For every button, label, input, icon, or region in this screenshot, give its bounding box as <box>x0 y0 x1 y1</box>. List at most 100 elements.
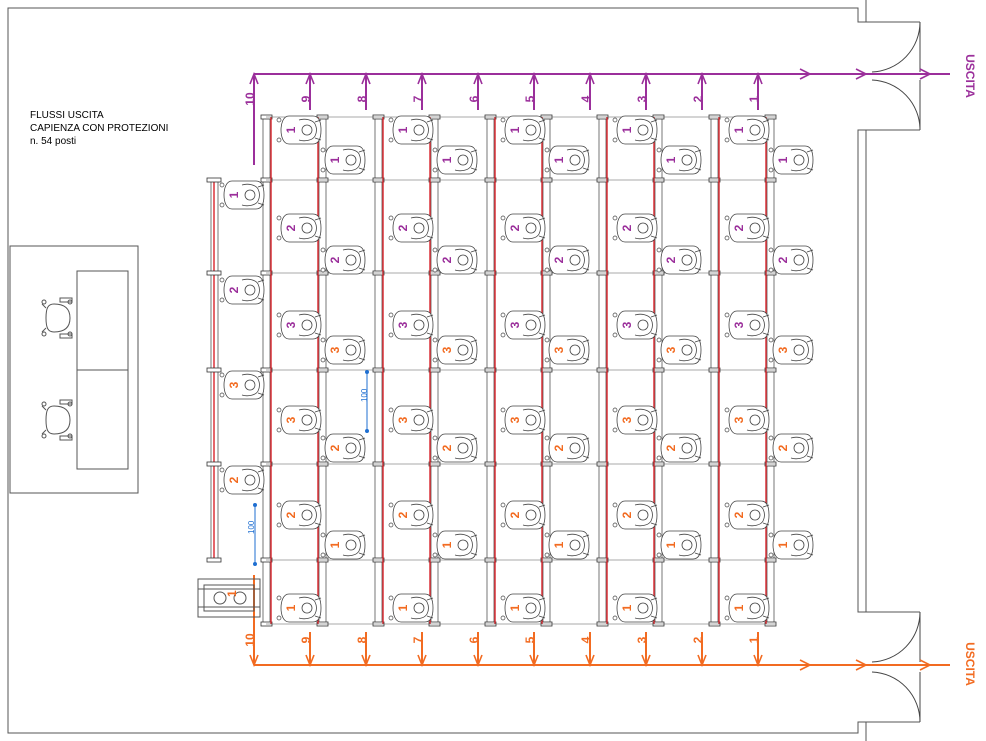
seat-number-label: 3 <box>284 416 298 423</box>
student-seat: 3 <box>500 310 546 340</box>
column-number-label: 3 <box>635 95 649 102</box>
seat-number-label: 2 <box>440 444 454 451</box>
seat-number-label: 3 <box>732 321 746 328</box>
student-seat: 1 <box>500 115 546 145</box>
student-seat: 1 <box>724 593 770 623</box>
seat-number-label: 1 <box>284 604 298 611</box>
seat-number-label: 1 <box>664 541 678 548</box>
seat-number-label: 2 <box>396 511 410 518</box>
seat-number-label: 2 <box>508 511 522 518</box>
room-walls <box>7 0 920 741</box>
seat-number-label: 1 <box>284 126 298 133</box>
column-number-label: 6 <box>467 95 481 102</box>
column-number-label: 10 <box>243 92 257 106</box>
column-number-label: 2 <box>691 636 705 643</box>
column-number-label: 2 <box>691 95 705 102</box>
seat-number-label: 1 <box>328 541 342 548</box>
student-seat: 2 <box>388 500 434 530</box>
student-seat: 2 <box>768 433 814 463</box>
dimension-label-a: 100 <box>360 388 369 402</box>
door-swings <box>871 21 921 723</box>
flow-arrow <box>249 654 259 668</box>
student-seat: 1 <box>432 530 478 560</box>
column-number-label: 6 <box>467 636 481 643</box>
student-seat: 2 <box>219 275 265 305</box>
seat-number-label: 3 <box>284 321 298 328</box>
student-seat: 3 <box>219 370 265 400</box>
seat-number-label: 1 <box>776 156 790 163</box>
seat-number-label: 3 <box>508 321 522 328</box>
student-seat: 2 <box>500 500 546 530</box>
seat-number-label: 2 <box>664 444 678 451</box>
seat-number-label: 2 <box>664 256 678 263</box>
seat-number-label: 2 <box>552 444 566 451</box>
desk-joint <box>206 270 222 276</box>
dimension-label-b: 100 <box>247 520 256 534</box>
student-seat: 1 <box>500 593 546 623</box>
seats-layer: 1233211232112332112321123321123211233211… <box>219 115 814 623</box>
student-seat: 1 <box>432 145 478 175</box>
column-number-label: 1 <box>747 95 761 102</box>
flow-arrow <box>473 654 483 668</box>
seat-number-label: 3 <box>664 346 678 353</box>
student-seat: 1 <box>768 530 814 560</box>
column-number-label: 8 <box>355 95 369 102</box>
legend-title: FLUSSI USCITA <box>30 110 104 121</box>
student-seat: 2 <box>724 500 770 530</box>
column-number-label: 9 <box>299 95 313 102</box>
exit-label-top: USCITA <box>963 54 977 98</box>
flow-arrow <box>753 71 763 85</box>
desk-joint <box>206 461 222 467</box>
student-seat: 1 <box>612 593 658 623</box>
protection-divider <box>382 117 431 624</box>
seat-number-label: 1 <box>620 126 634 133</box>
desks-layer <box>206 114 777 627</box>
column-number-label: 4 <box>579 95 593 102</box>
student-seat: 3 <box>500 405 546 435</box>
seat-number-label: 2 <box>396 224 410 231</box>
student-seat: 2 <box>320 433 366 463</box>
student-seat: 2 <box>432 433 478 463</box>
student-seat: 2 <box>768 245 814 275</box>
seat-number-label: 2 <box>328 444 342 451</box>
column-number-label: 7 <box>411 636 425 643</box>
student-seat: 1 <box>388 593 434 623</box>
student-seat: 1 <box>276 115 322 145</box>
student-seat: 2 <box>612 500 658 530</box>
flow-arrow <box>361 71 371 85</box>
seat-number-label: 1 <box>396 604 410 611</box>
seat-number-label: 2 <box>732 224 746 231</box>
seat-number-label: 3 <box>732 416 746 423</box>
seat-number-label: 1 <box>508 604 522 611</box>
seat-number-label: 3 <box>440 346 454 353</box>
flow-arrow <box>641 71 651 85</box>
desk-area <box>9 245 139 494</box>
seat-number-label: 2 <box>284 511 298 518</box>
seat-number-label: 2 <box>508 224 522 231</box>
student-seat: 3 <box>388 310 434 340</box>
student-seat: 1 <box>724 115 770 145</box>
seat-number-label: 1 <box>620 604 634 611</box>
seat-number-label: 2 <box>620 224 634 231</box>
dimension-marker-b <box>253 503 257 566</box>
seat-number-label: 1 <box>440 156 454 163</box>
column-number-label: 3 <box>635 636 649 643</box>
student-seat: 2 <box>388 213 434 243</box>
column-number-label: 8 <box>355 636 369 643</box>
desk-joint <box>206 367 222 373</box>
seat-number-label: 2 <box>552 256 566 263</box>
flow-arrow <box>855 68 868 80</box>
student-seat: 3 <box>612 310 658 340</box>
seat-number-label: 1 <box>552 156 566 163</box>
seat-number-label: 1 <box>664 156 678 163</box>
column-number-label: 10 <box>243 633 257 647</box>
student-seat: 1 <box>388 115 434 145</box>
flow-arrow <box>417 71 427 85</box>
student-seat: 3 <box>768 335 814 365</box>
dimension-marker-a <box>365 370 369 433</box>
seat-number-label: 2 <box>227 286 241 293</box>
student-seat: 3 <box>276 405 322 435</box>
student-seat: 2 <box>724 213 770 243</box>
student-seat: 3 <box>724 405 770 435</box>
